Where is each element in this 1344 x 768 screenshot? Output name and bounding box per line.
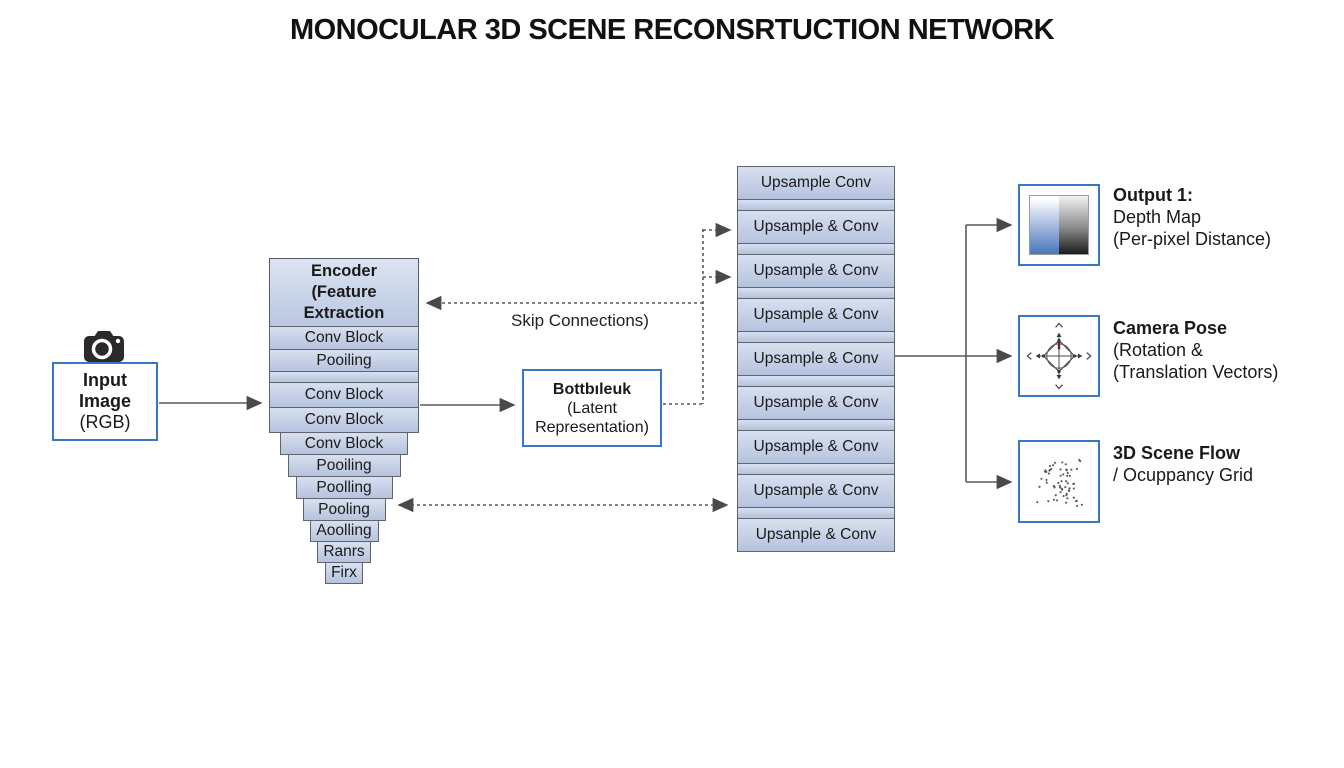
decoder-row: Upsample & Conv [737,342,895,376]
encoder-row: Poolling [295,476,393,499]
encoder-row: Pooiling [269,349,419,372]
decoder-row: Upsample & Conv [737,254,895,288]
depth-map-output-box [1018,184,1100,266]
camera-pose-output-box [1018,315,1100,397]
decoder-row: Upsample & Conv [737,386,895,420]
depth-map-icon [1029,195,1089,255]
output-line: 3D Scene Flow [1113,443,1241,463]
input-line: Input [83,370,127,390]
decoder-row: Upsample & Conv [737,474,895,508]
decoder-row: Upsanple & Conv [737,518,895,552]
output-line: Depth Map [1113,207,1202,227]
decoder-row: Upsample & Conv [737,430,895,464]
encoder-header: Encoder (Feature Extraction [269,258,419,327]
camera-icon [82,328,126,369]
encoder-row: Conv Block [269,382,419,408]
decoder-row: Upsample Conv [737,166,895,200]
decoder-row: Upsample & Conv [737,210,895,244]
encoder-header-line: Extraction [303,304,385,322]
camera-pose-icon [1026,322,1092,390]
scene-flow-label: 3D Scene Flow / Ocuppancy Grid [1113,442,1253,486]
point-cloud-icon [1036,458,1083,507]
skip-connections-label: Skip Connections) [511,311,649,330]
skip-connectors [397,222,732,513]
encoder-row: Pooling [302,498,386,521]
encoder-row: Conv Block [280,432,408,455]
output-line: (Rotation & [1113,340,1204,360]
diagram-title: MONOCULAR 3D SCENE RECONSRTUCTION NETWOR… [289,14,1055,46]
input-line: (RGB) [79,412,131,432]
output-line: Camera Pose [1113,318,1228,338]
output-line: / Ocuppancy Grid [1113,465,1254,485]
encoder-row: Firx [325,562,363,584]
output-line: (Translation Vectors) [1113,362,1279,382]
bottleneck-line: Representation) [535,418,649,436]
output-line: (Per-pixel Distance) [1113,229,1272,249]
input-line: Image [78,391,132,411]
encoder-row: Aoolling [309,520,379,542]
scene-flow-output-box [1018,440,1100,523]
encoder-row: Conv Block [269,407,419,433]
camera-pose-label: Camera Pose (Rotation & (Translation Vec… [1113,317,1278,383]
encoder-header-line: Encoder [310,262,378,280]
encoder-row: Pooiling [287,454,401,477]
encoder-header-line: (Feature [311,283,377,301]
bottleneck-line: (Latent [567,399,617,417]
input-image-box: Input Image (RGB) [52,362,158,441]
encoder-row: Ranrs [317,541,371,563]
encoder-row: Conv Block [269,326,419,350]
bottleneck-line: Bottbıleuk [552,380,632,398]
output-line: Output 1: [1113,185,1193,205]
decoder-row: Upsample & Conv [737,298,895,332]
depth-map-label: Output 1: Depth Map (Per-pixel Distance) [1113,184,1271,250]
bottleneck-box: Bottbıleuk (Latent Representation) [522,369,662,447]
